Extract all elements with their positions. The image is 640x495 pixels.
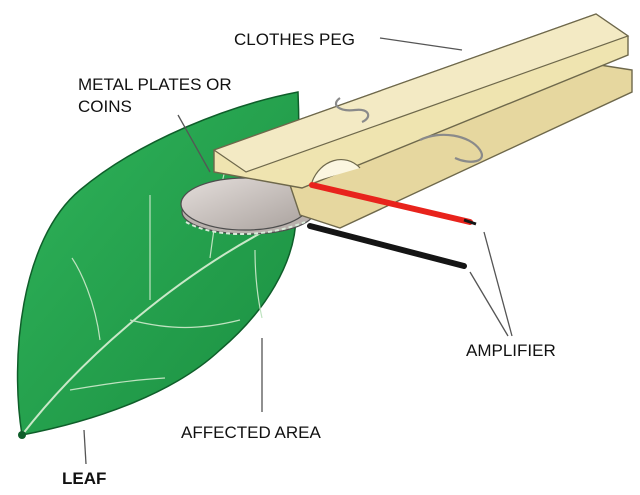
amp-leader-2 <box>469 271 509 337</box>
peg-spring <box>419 133 483 163</box>
label-metal-plates: METAL PLATES OR <box>78 75 232 94</box>
red-wire <box>309 182 473 225</box>
clothes-peg <box>212 13 633 229</box>
plates-leader <box>177 114 211 173</box>
peg-upper-face <box>212 13 630 173</box>
black-wire <box>307 223 467 269</box>
label-leaf: LEAF <box>62 469 107 488</box>
amp-leader-1 <box>483 231 513 337</box>
leader-lines <box>83 37 513 465</box>
leaf-vein <box>71 257 101 341</box>
metal-plate <box>180 177 315 235</box>
wires <box>307 182 477 269</box>
peg-notch <box>311 159 361 183</box>
label-affected-area: AFFECTED AREA <box>181 423 321 442</box>
leaf-vein <box>254 249 263 319</box>
leaf-midrib <box>21 214 297 436</box>
label-amplifier: AMPLIFIER <box>466 341 556 360</box>
label-clothes-peg: CLOTHES PEG <box>234 30 355 49</box>
red-wire-tip <box>463 218 477 226</box>
leaf-leader <box>83 429 87 465</box>
peg-leader <box>379 37 463 51</box>
leaf-tip <box>18 431 26 439</box>
leaf-vein <box>69 377 166 391</box>
label-coins: COINS <box>78 97 132 116</box>
peg-spring <box>334 97 370 124</box>
leaf-vein <box>129 319 241 329</box>
affected-area-mark <box>185 221 306 235</box>
